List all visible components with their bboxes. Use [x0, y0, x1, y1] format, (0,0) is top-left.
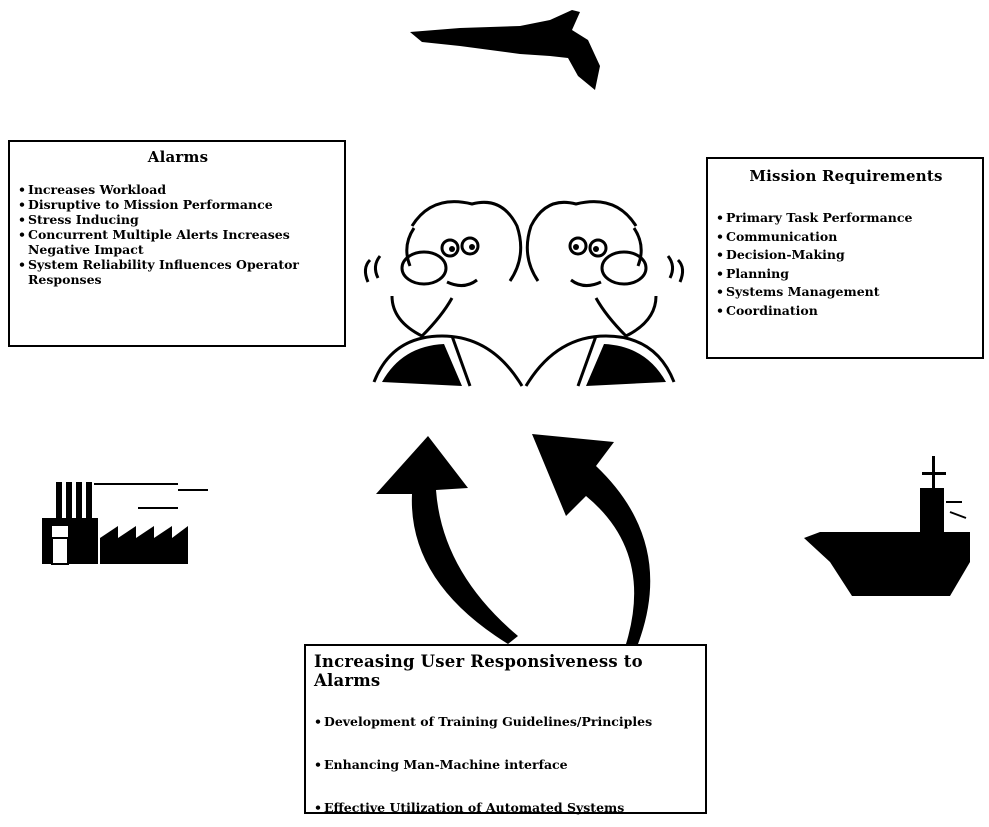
curved-arrow-icon [376, 436, 518, 644]
list-item: Disruptive to Mission Performance [18, 197, 338, 212]
alarms-box: Alarms Increases Workload Disruptive to … [8, 140, 346, 347]
list-item: Development of Training Guidelines/Princ… [314, 714, 697, 729]
list-item: Increases Workload [18, 182, 338, 197]
alarms-title: Alarms [147, 148, 209, 166]
list-item: System Reliability Influences Operator R… [18, 257, 338, 287]
alarms-list: Increases Workload Disruptive to Mission… [18, 182, 338, 287]
list-item: Coordination [716, 302, 976, 321]
list-item: Stress Inducing [18, 212, 338, 227]
mission-requirements-box: Mission Requirements Primary Task Perfor… [706, 157, 984, 359]
mission-list: Primary Task Performance Communication D… [716, 209, 976, 320]
list-item: Enhancing Man-Machine interface [314, 757, 697, 772]
curved-arrow-icon [532, 434, 651, 644]
user-responsiveness-box: Increasing User Responsiveness to Alarms… [304, 644, 707, 815]
list-item: Planning [716, 265, 976, 284]
two-thinking-men-icon [363, 200, 685, 387]
factory-icon [42, 482, 208, 565]
list-item: Communication [716, 228, 976, 247]
mission-title: Mission Requirements [749, 167, 943, 185]
list-item: Systems Management [716, 283, 976, 302]
responsiveness-list: Development of Training Guidelines/Princ… [314, 714, 697, 815]
responsiveness-title: Increasing User Responsiveness to Alarms [314, 652, 643, 690]
list-item: Effective Utilization of Automated Syste… [314, 800, 697, 815]
list-item: Concurrent Multiple Alerts Increases Neg… [18, 227, 338, 257]
jet-icon [410, 10, 600, 90]
list-item: Decision-Making [716, 246, 976, 265]
aircraft-carrier-icon [804, 456, 970, 596]
list-item: Primary Task Performance [716, 209, 976, 228]
